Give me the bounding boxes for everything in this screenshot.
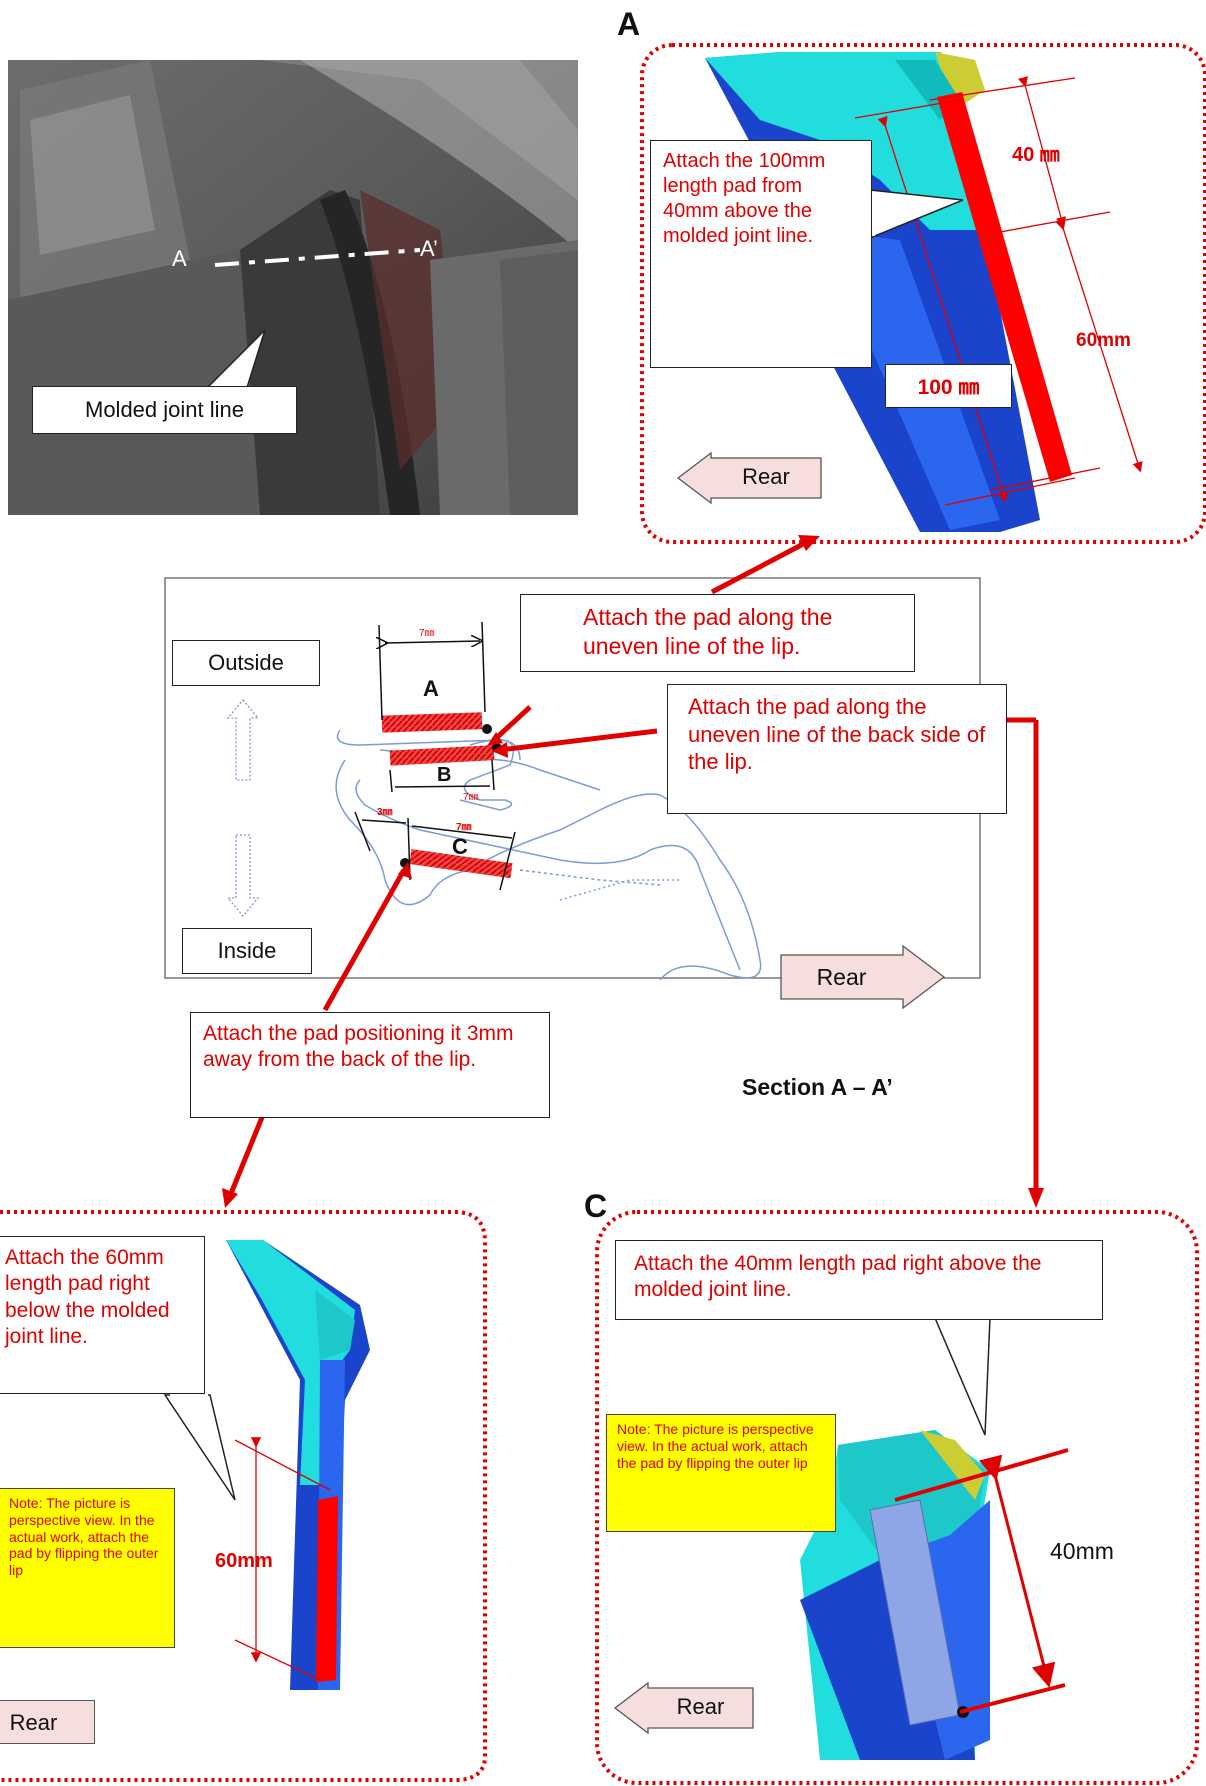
view-a-dim-100-box: 100 ㎜ — [885, 364, 1012, 408]
section-rear-label: Rear — [816, 964, 867, 990]
view-c-callout-tail — [933, 1317, 991, 1436]
pad-a — [381, 712, 483, 733]
connector-arrowheads — [222, 535, 1044, 1208]
section-callout-bottom: Attach the pad positioning it 3mm away f… — [190, 1012, 550, 1118]
molded-joint-line-callout: Molded joint line — [32, 386, 297, 434]
view-b-rear-label: Rear — [9, 1710, 58, 1735]
point-a — [482, 724, 492, 734]
view-c-dim-40: 40mm — [1050, 1538, 1114, 1564]
view-b-callout-tail — [163, 1394, 236, 1501]
view-b-illustration — [226, 1240, 370, 1690]
section-pad-c-label: C — [452, 834, 468, 859]
view-a-dim-60: 60mm — [1076, 330, 1131, 351]
section-rear-arrow: Rear — [780, 945, 945, 1009]
view-c-letter: C — [584, 1188, 608, 1224]
view-b-callout: Attach the 60mm length pad right below t… — [0, 1236, 205, 1394]
view-b-dimensions — [234, 1437, 331, 1681]
inside-label: Inside — [182, 928, 312, 974]
view-c-frame — [595, 1210, 1199, 1785]
section-dim-b: 7㎜ — [463, 792, 479, 803]
section-dim-gap: 3㎜ — [377, 807, 393, 818]
section-callout-right: Attach the pad along the uneven line of … — [667, 684, 1007, 814]
inside-arrow-icon — [226, 834, 260, 918]
view-c-callout: Attach the 40mm length pad right above t… — [615, 1240, 1103, 1320]
outside-label: Outside — [172, 640, 320, 686]
view-a-callout: Attach the 100mm length pad from 40mm ab… — [650, 140, 872, 368]
pad-c — [409, 849, 513, 879]
section-pad-b-label: B — [437, 764, 452, 786]
rear-arrow-left-icon — [677, 452, 822, 504]
view-b-rear-box: Rear — [0, 1700, 95, 1744]
section-callout-top: Attach the pad along the uneven line of … — [520, 594, 915, 672]
view-c-dimensions — [894, 1448, 1069, 1714]
view-a-dim-40: 40 ㎜ — [1012, 144, 1060, 166]
section-dim-c: 7㎜ — [456, 822, 472, 833]
photo-label-a-prime: A’ — [420, 236, 438, 261]
rear-arrow-left-icon — [614, 1682, 754, 1734]
rear-arrow-right-icon — [780, 945, 945, 1009]
view-b-dim-60: 60mm — [215, 1550, 273, 1572]
outside-arrow-icon — [226, 698, 260, 781]
section-title: Section A – A’ — [742, 1074, 893, 1100]
view-c-rear-arrow: Rear — [614, 1682, 754, 1734]
section-dimensions — [354, 621, 516, 891]
view-a-letter: A — [617, 6, 641, 42]
door-photo — [8, 60, 578, 515]
view-b-note: Note: The picture is perspective view. I… — [0, 1488, 175, 1648]
view-a-dimensions — [854, 76, 1143, 506]
connector-arrows — [227, 539, 1039, 1197]
section-dim-a: 7㎜ — [419, 628, 435, 639]
section-pad-a-label: A — [423, 676, 439, 701]
photo-label-a: A — [172, 246, 187, 271]
view-a-rear-label: Rear — [742, 464, 790, 489]
view-a-rear-arrow: Rear — [677, 452, 822, 504]
view-c-rear-label: Rear — [676, 1694, 725, 1719]
view-c-note: Note: The picture is perspective view. I… — [606, 1414, 836, 1532]
section-profile — [335, 729, 762, 981]
pad-b — [389, 745, 495, 766]
